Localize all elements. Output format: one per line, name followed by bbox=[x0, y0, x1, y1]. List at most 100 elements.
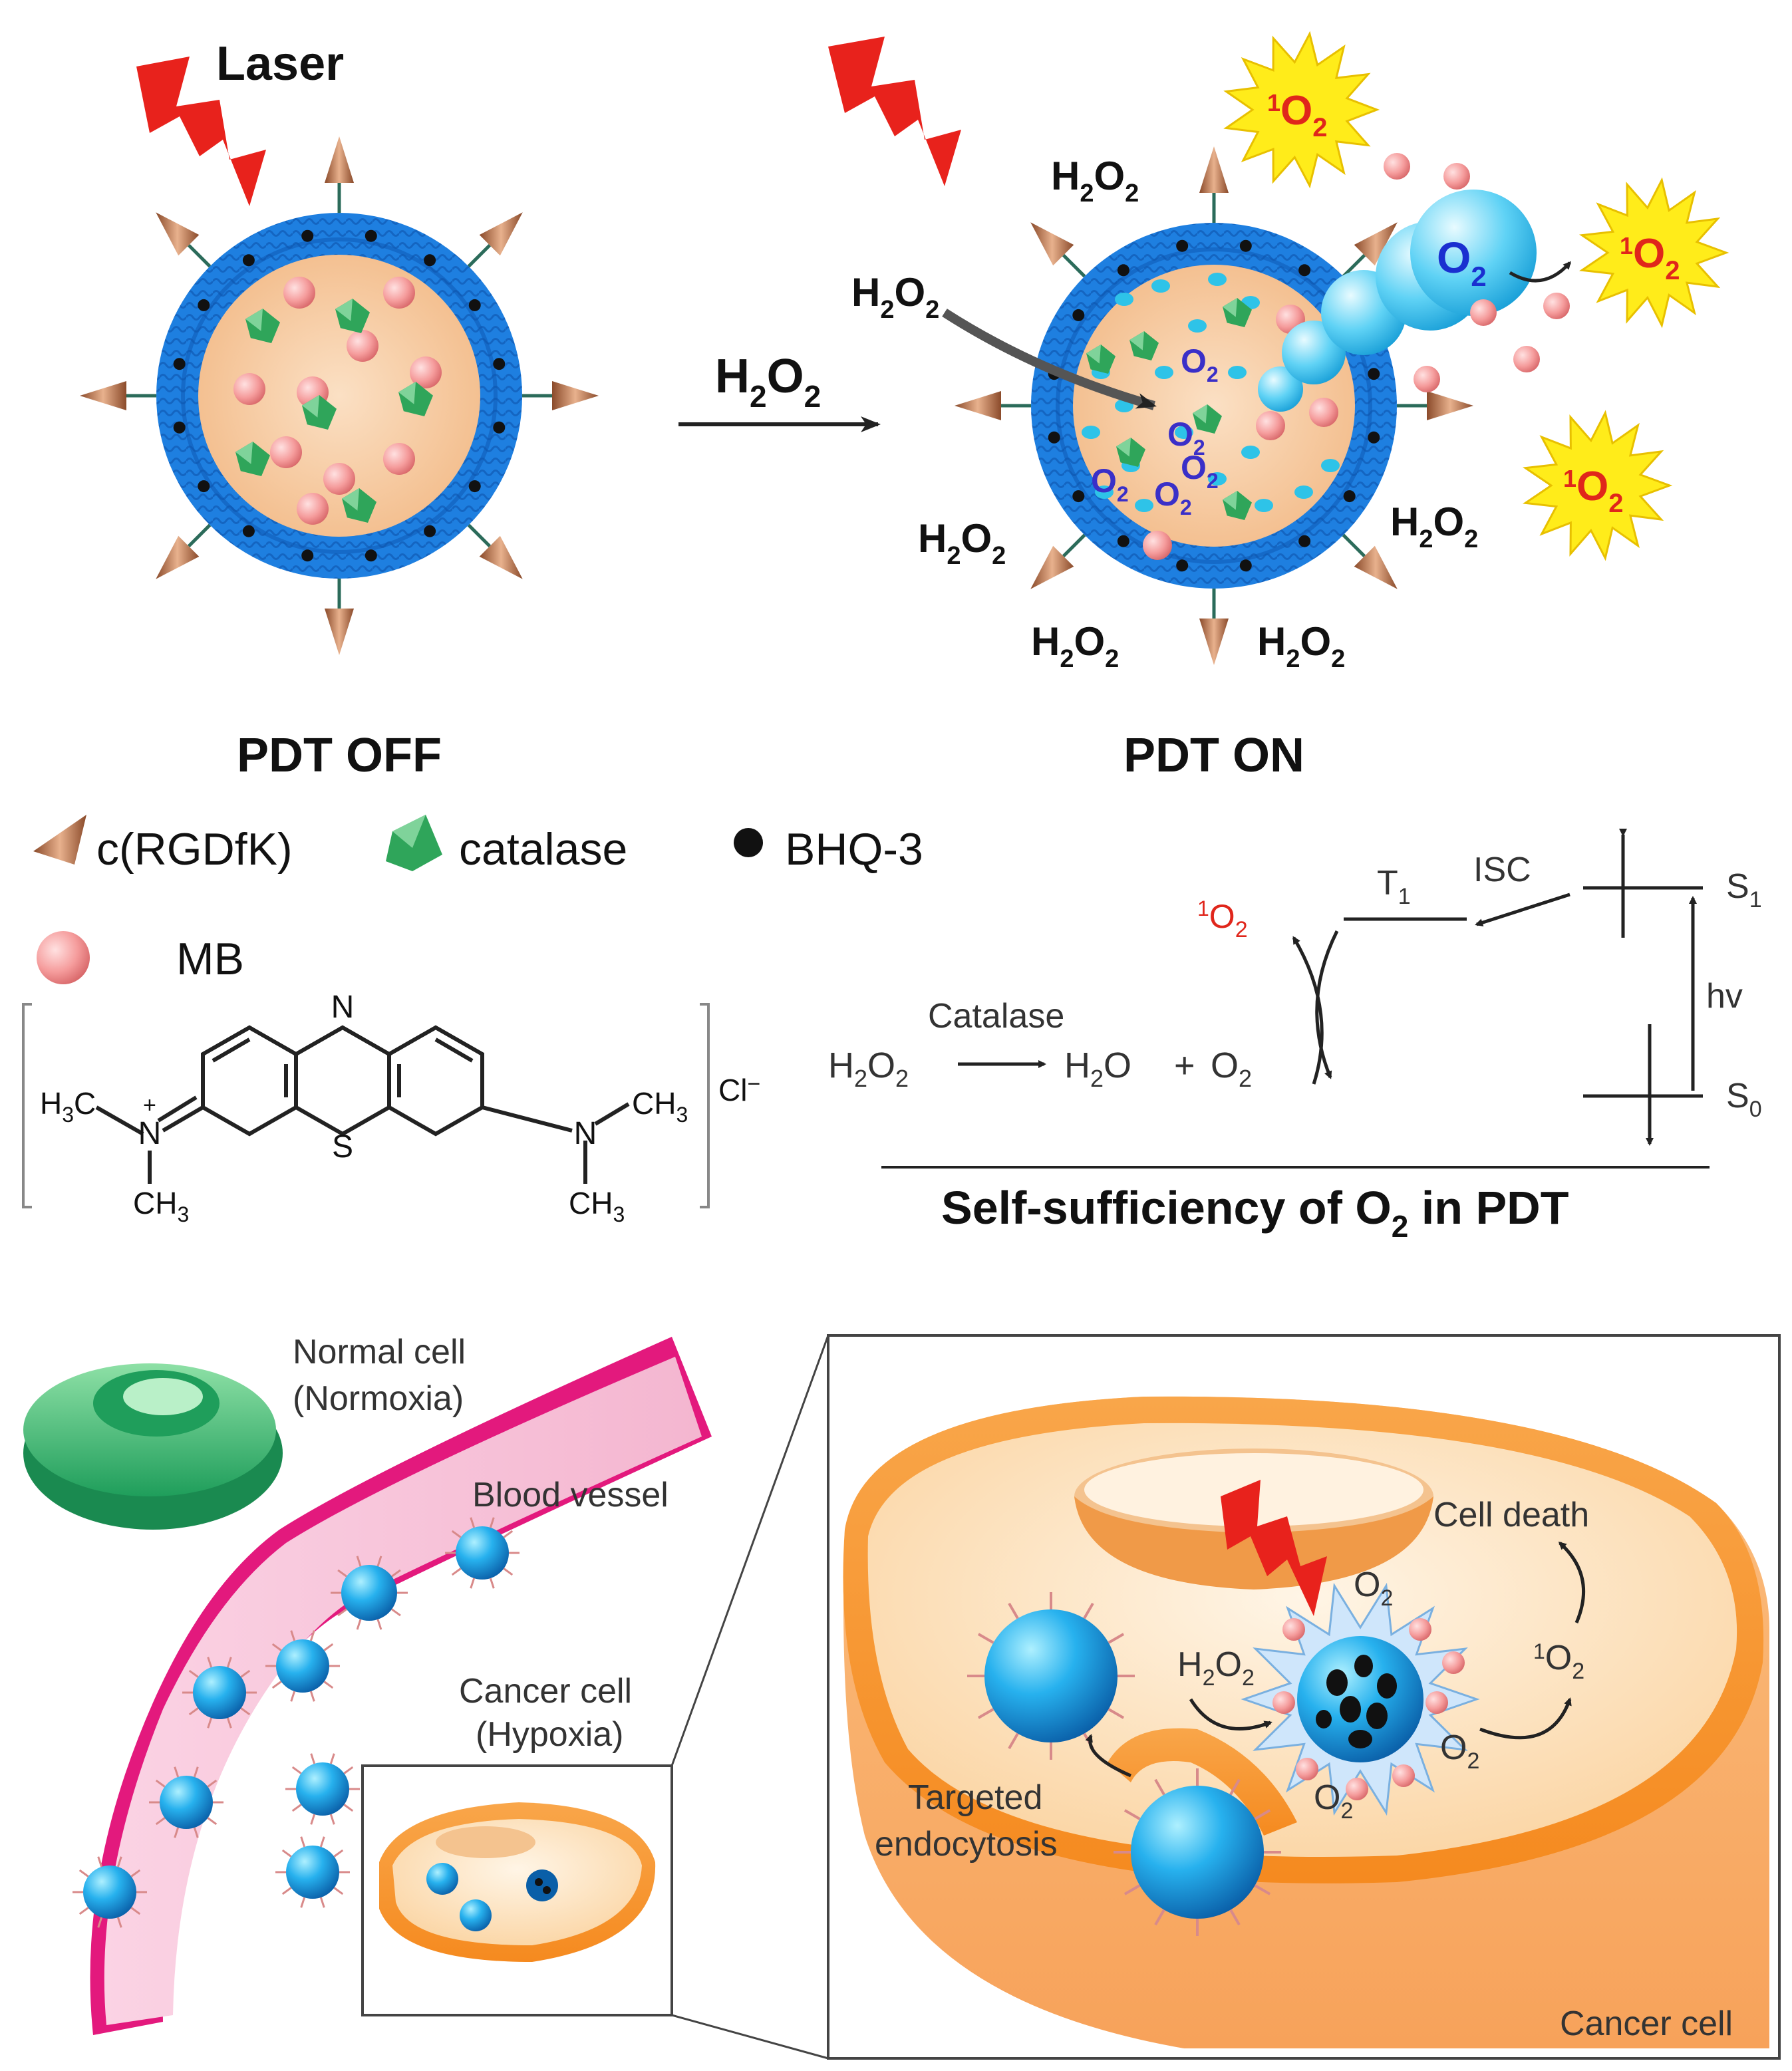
t1-label: T1 bbox=[1377, 864, 1411, 909]
pdt-off-caption: PDT OFF bbox=[237, 729, 442, 782]
rgd-stem bbox=[1062, 533, 1086, 558]
rgd-cone bbox=[479, 535, 523, 579]
jablonski-diagram bbox=[881, 829, 1710, 1169]
mb-sphere bbox=[1272, 1691, 1295, 1714]
cell-death-arrow bbox=[1558, 1541, 1586, 1623]
bhq-dot bbox=[1239, 559, 1252, 572]
inset-o2-top: O2 bbox=[1354, 1566, 1393, 1611]
mb-sphere bbox=[1392, 1764, 1415, 1787]
endocytosis-arrow bbox=[1085, 1734, 1131, 1778]
vessel-nanoparticles bbox=[73, 1517, 520, 1928]
oxygen-dot bbox=[1255, 499, 1273, 512]
mb-sphere bbox=[1309, 398, 1338, 427]
inset-singlet-arrow bbox=[1479, 1697, 1572, 1740]
bubble-o2-label: O2 bbox=[1437, 233, 1487, 292]
rgd-cone bbox=[1427, 391, 1473, 420]
legend-mb-icon bbox=[37, 931, 90, 984]
zoom-line-bottom bbox=[671, 2014, 829, 2060]
released-mb bbox=[1384, 153, 1570, 392]
nanoparticle-off bbox=[80, 136, 599, 655]
bhq-dot bbox=[1072, 490, 1085, 503]
oxygen-dot bbox=[1175, 426, 1193, 439]
rgd-cone bbox=[156, 212, 200, 256]
mb-sphere bbox=[1442, 1651, 1465, 1674]
rgd-cone bbox=[1199, 619, 1229, 665]
mb-atom-n-right: N bbox=[574, 1116, 597, 1151]
cancer-cell-label-1: Cancer cell bbox=[459, 1672, 632, 1711]
mb-charge-plus: + bbox=[143, 1093, 156, 1118]
rgd-cone bbox=[80, 381, 126, 410]
core-contents-off bbox=[233, 277, 442, 525]
oxygen-dot bbox=[1095, 485, 1114, 499]
rgd-stem bbox=[467, 523, 492, 548]
rgd-cone bbox=[1354, 545, 1398, 589]
bhq-dot bbox=[242, 254, 255, 267]
cancer-cell-label-2: (Hypoxia) bbox=[476, 1715, 624, 1754]
o2-conversion-arrow bbox=[1509, 261, 1571, 283]
bhq-dot bbox=[242, 525, 255, 537]
bhq-dot bbox=[1343, 490, 1356, 503]
nanoparticle bbox=[83, 1865, 136, 1919]
mb-sphere bbox=[347, 330, 378, 362]
mb-sphere bbox=[1282, 1618, 1305, 1641]
hv-label: hv bbox=[1706, 977, 1743, 1016]
bhq-dot bbox=[493, 421, 506, 434]
self-sufficiency-title: Self-sufficiency of O2 in PDT bbox=[941, 1182, 1569, 1244]
oxygen-dot bbox=[1115, 293, 1133, 306]
eq-h2o2: H2O2 bbox=[828, 1045, 909, 1092]
rgd-cone bbox=[479, 212, 523, 256]
bhq-dot bbox=[1117, 264, 1129, 277]
mb-sphere bbox=[1256, 411, 1285, 440]
mb-ch3-right-top: CH3 bbox=[632, 1086, 688, 1127]
rgd-cone bbox=[325, 136, 354, 183]
oxygen-dot bbox=[1188, 319, 1207, 333]
rgd-cone bbox=[955, 391, 1001, 420]
mb-ch3-left: CH3 bbox=[133, 1186, 189, 1226]
mb-sphere bbox=[1425, 1691, 1448, 1714]
rgd-stem bbox=[187, 243, 212, 268]
mb-sphere bbox=[297, 493, 329, 525]
nanoparticle bbox=[341, 1565, 397, 1621]
nanoparticle bbox=[160, 1776, 213, 1829]
s1-label: S1 bbox=[1726, 867, 1762, 912]
oxygen-bubbles bbox=[1258, 190, 1537, 412]
oxygen-dot bbox=[1082, 426, 1100, 439]
bhq-dot bbox=[198, 480, 210, 493]
nanoparticle bbox=[286, 1846, 339, 1899]
mb-atom-s: S bbox=[332, 1129, 353, 1165]
oxygen-dot bbox=[1155, 366, 1173, 379]
rgd-stem bbox=[467, 243, 492, 268]
mb-sphere bbox=[1346, 1778, 1368, 1800]
rgd-stem bbox=[1342, 533, 1366, 558]
nanoparticle bbox=[456, 1526, 509, 1580]
legend-catalase-icon bbox=[386, 815, 442, 871]
inset-nanoparticles bbox=[967, 1592, 1281, 1936]
singlet-burst bbox=[1522, 410, 1673, 561]
jablonski-labels: T1 ISC S1 S0 hv 1O2 Catalase H2O2 H2O + … bbox=[828, 851, 1762, 1244]
bhq-dot bbox=[468, 480, 481, 493]
s0-label: S0 bbox=[1726, 1077, 1762, 1122]
oxygen-dot bbox=[1321, 459, 1340, 472]
mb-sphere bbox=[323, 463, 355, 495]
inset-h2o2-arrow bbox=[1189, 1698, 1272, 1730]
eq-plus: + bbox=[1174, 1045, 1195, 1085]
legend-catalase-label: catalase bbox=[459, 824, 627, 875]
legend: c(RGDfK) catalase BHQ-3 MB bbox=[33, 815, 923, 984]
core-contents-on bbox=[1082, 273, 1340, 560]
bhq-dot bbox=[493, 358, 506, 370]
bhq-dot bbox=[424, 254, 436, 267]
laser-bolt-inset bbox=[1221, 1480, 1327, 1616]
h2o2-label: H2O2 bbox=[918, 516, 1006, 570]
bhq-dot bbox=[173, 421, 186, 434]
small-cancer-cell-box bbox=[361, 1764, 673, 2016]
catalase-enzyme-label: Catalase bbox=[928, 997, 1064, 1036]
legend-bhq-label: BHQ-3 bbox=[785, 824, 923, 875]
mb-atom-n-top: N bbox=[331, 990, 355, 1025]
core-o2-label: O2 bbox=[1167, 416, 1205, 460]
rgd-stem bbox=[187, 523, 212, 548]
laser-label: Laser bbox=[216, 37, 344, 90]
targeted-label-2: endocytosis bbox=[875, 1825, 1058, 1864]
bhq-dot bbox=[1072, 309, 1085, 321]
